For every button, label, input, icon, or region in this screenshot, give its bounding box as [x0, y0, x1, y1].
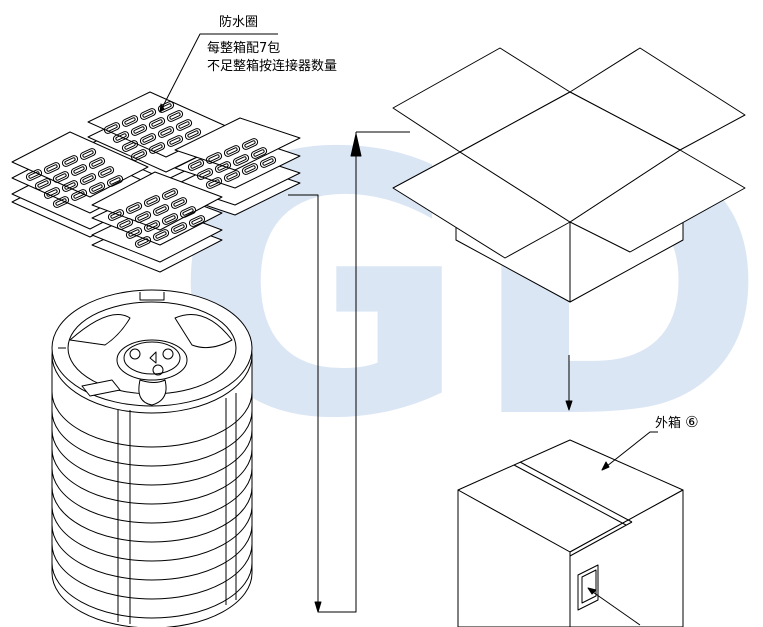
closed-outer-box — [457, 431, 684, 627]
ring-capsule — [179, 206, 197, 218]
ring-capsule — [61, 180, 79, 192]
ring-capsule — [121, 140, 139, 152]
ring-capsule — [170, 197, 188, 209]
ring-capsule — [116, 218, 134, 230]
reel-layer-rim — [51, 486, 253, 543]
ring-capsule — [25, 169, 43, 181]
ring-capsule — [121, 115, 139, 127]
ring-capsule — [166, 110, 184, 122]
reel-layer-rim — [51, 524, 253, 581]
ring-capsule — [196, 168, 214, 180]
ring-capsule — [70, 164, 88, 176]
ring-capsule — [148, 117, 166, 129]
ring-capsule — [139, 133, 157, 145]
ring-capsule — [152, 204, 170, 216]
ring-capsule — [250, 147, 268, 159]
ring-capsule — [61, 155, 79, 167]
ring-capsule — [188, 215, 206, 227]
reel-layer-rim — [51, 410, 253, 467]
note-line-1: 每整箱配7包 — [207, 41, 281, 56]
waterproof-ring-bags — [11, 91, 301, 273]
reel-layer-rim — [51, 562, 253, 619]
reel-layer-rim — [51, 543, 253, 600]
ring-capsule — [161, 213, 179, 225]
ring-capsule — [152, 229, 170, 241]
ring-capsule — [106, 175, 124, 187]
ring-capsule — [184, 128, 202, 140]
ring-capsule — [241, 138, 259, 150]
reel-stack — [51, 289, 253, 627]
outer-box-number: ⑥ — [685, 413, 699, 431]
ring-capsule — [148, 142, 166, 154]
ring-capsule — [143, 195, 161, 207]
reel-layer-rim — [51, 429, 253, 486]
ring-capsule — [34, 178, 52, 190]
ring-capsule — [112, 131, 130, 143]
waterproof-ring-label: 防水圈 — [219, 15, 259, 30]
reel-layer-rim — [51, 448, 253, 505]
reel-layer-rim — [51, 391, 253, 448]
ring-capsule — [79, 173, 97, 185]
ring-capsule — [125, 227, 143, 239]
ring-capsule — [88, 157, 106, 169]
outer-box-text: 外箱 — [655, 416, 682, 431]
ring-capsule — [175, 119, 193, 131]
ring-capsule — [223, 170, 241, 182]
waterproof-ring-leader — [159, 33, 278, 113]
ring-capsule — [125, 202, 143, 214]
ring-capsule — [232, 154, 250, 166]
reel-layer-rim — [51, 467, 253, 524]
ring-capsule — [166, 135, 184, 147]
ring-capsule — [205, 177, 223, 189]
ring-capsule — [161, 188, 179, 200]
outer-box-label: 外箱 ⑥ — [655, 414, 699, 432]
ring-capsule — [88, 182, 106, 194]
ring-capsule — [134, 211, 152, 223]
ring-capsule — [205, 152, 223, 164]
ring-capsule — [143, 220, 161, 232]
flow-arrows — [288, 131, 573, 613]
ring-capsule — [139, 108, 157, 120]
open-carton — [392, 47, 746, 303]
ring-capsule — [130, 149, 148, 161]
ring-capsule — [43, 187, 61, 199]
note-line-2: 不足整箱按连接器数量 — [207, 59, 338, 74]
ring-capsule — [214, 161, 232, 173]
ring-capsule — [170, 222, 188, 234]
ring-capsule — [187, 159, 205, 171]
ring-capsule — [259, 156, 277, 168]
reel-layer-rim — [51, 505, 253, 562]
ring-capsule — [52, 171, 70, 183]
ring-capsule — [130, 124, 148, 136]
ring-capsule — [223, 145, 241, 157]
ring-capsule — [70, 189, 88, 201]
ring-capsule — [241, 163, 259, 175]
ring-capsule — [79, 148, 97, 160]
ring-capsule — [157, 126, 175, 138]
ring-capsule — [52, 196, 70, 208]
ring-capsule — [97, 166, 115, 178]
ring-capsule — [103, 122, 121, 134]
ring-capsule — [134, 236, 152, 248]
ring-capsule — [43, 162, 61, 174]
ring-capsule — [107, 209, 125, 221]
